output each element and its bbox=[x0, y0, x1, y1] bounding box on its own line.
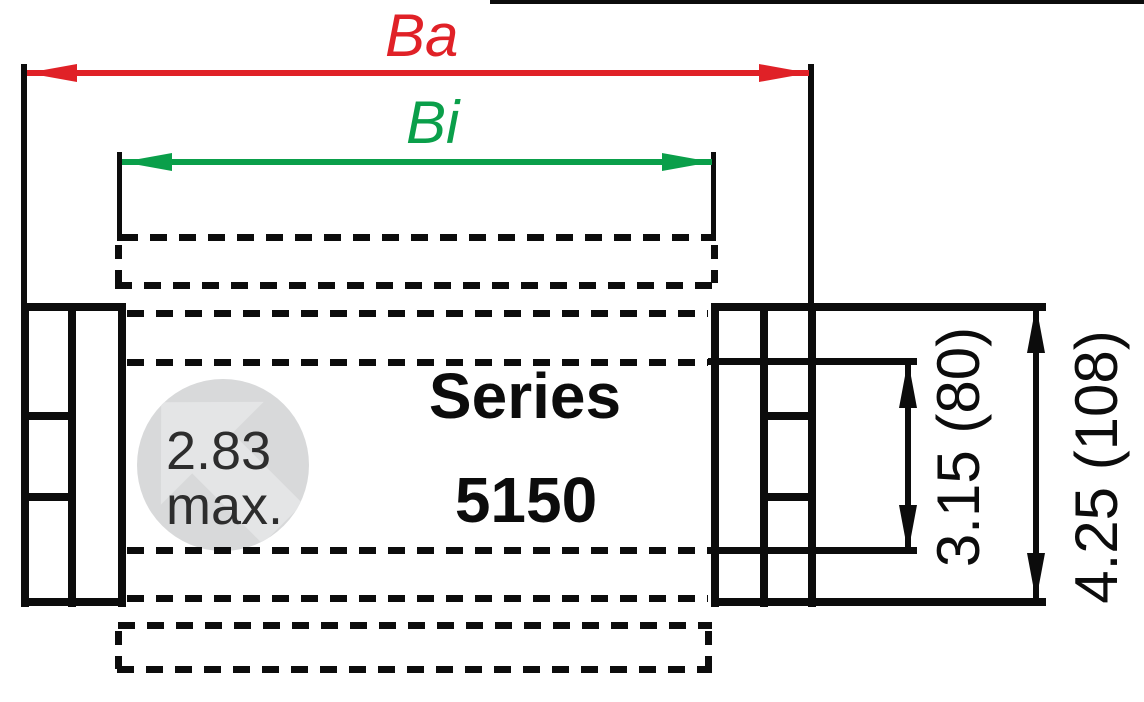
dashed-connector-top-right bbox=[711, 245, 718, 283]
right-bracket-mid-divider bbox=[760, 303, 768, 607]
dashed-connector-top-left bbox=[115, 245, 122, 283]
dashed-edge-lower-band-top bbox=[127, 547, 708, 554]
dashed-edge-lower-band-bottom bbox=[127, 595, 708, 602]
dashed-connector-bottom-left bbox=[115, 631, 122, 669]
left-bracket-top-edge bbox=[21, 303, 126, 311]
dashed-edge-bottom-inner bbox=[118, 622, 712, 629]
ba-arrowhead-right-icon bbox=[759, 64, 809, 82]
inner-height-extension-top bbox=[708, 358, 917, 365]
inner-height-arrowhead-up-icon bbox=[899, 360, 917, 408]
bend-radius-qualifier: max. bbox=[166, 476, 284, 536]
left-bracket-outer-edge bbox=[21, 303, 29, 607]
right-bracket-outer-edge bbox=[808, 303, 816, 607]
dashed-edge-upper-band-top bbox=[127, 310, 708, 317]
dashed-edge-bottom-outer bbox=[117, 666, 712, 673]
right-bracket-bottom-edge bbox=[711, 598, 1046, 606]
ba-dimension-line bbox=[27, 70, 809, 76]
left-bracket-inner-edge bbox=[118, 303, 126, 607]
inner-height-dimension-line bbox=[905, 362, 911, 550]
bend-radius-text: 2.83 max. bbox=[166, 424, 283, 534]
dashed-edge-top-outer bbox=[121, 234, 711, 241]
right-bracket-cell-divider-lower bbox=[760, 493, 816, 501]
dashed-edge-top-inner bbox=[115, 282, 715, 289]
bend-radius-value: 2.83 bbox=[166, 421, 272, 481]
dashed-connector-bottom-right bbox=[705, 631, 712, 669]
ba-arrowhead-left-icon bbox=[27, 64, 77, 82]
bi-extension-line-right bbox=[711, 152, 716, 241]
inner-height-label: 3.15 (80) bbox=[925, 326, 992, 568]
right-bracket-inner-edge bbox=[711, 303, 719, 607]
right-bracket-top-edge bbox=[711, 303, 1046, 311]
series-label: Series bbox=[428, 360, 622, 432]
left-bracket-cell-divider-lower bbox=[21, 493, 76, 501]
bi-extension-line-left bbox=[117, 152, 122, 241]
outer-height-arrowhead-up-icon bbox=[1027, 305, 1045, 353]
series-number: 5150 bbox=[454, 464, 598, 536]
right-bracket-cell-divider-upper bbox=[760, 412, 816, 420]
left-bracket-cell-divider-upper bbox=[21, 412, 76, 420]
top-border-line bbox=[490, 0, 1144, 4]
ba-label: Ba bbox=[385, 2, 459, 69]
bi-dimension-line bbox=[122, 159, 712, 165]
inner-height-arrowhead-down-icon bbox=[899, 505, 917, 553]
outer-height-label: 4.25 (108) bbox=[1063, 330, 1130, 604]
bend-radius-badge bbox=[137, 379, 309, 551]
bi-arrowhead-right-icon bbox=[662, 153, 712, 171]
inner-height-extension-bottom bbox=[708, 547, 917, 554]
ba-extension-line-right bbox=[808, 64, 814, 305]
outer-height-dimension-line bbox=[1033, 307, 1039, 601]
ba-extension-line-left bbox=[21, 64, 27, 305]
left-bracket-bottom-edge bbox=[21, 598, 126, 606]
bi-label: Bi bbox=[406, 89, 460, 156]
outer-height-arrowhead-down-icon bbox=[1027, 553, 1045, 601]
bi-arrowhead-left-icon bbox=[122, 153, 172, 171]
dashed-edge-upper-band-bottom bbox=[127, 359, 708, 366]
left-bracket-mid-divider bbox=[68, 303, 76, 607]
